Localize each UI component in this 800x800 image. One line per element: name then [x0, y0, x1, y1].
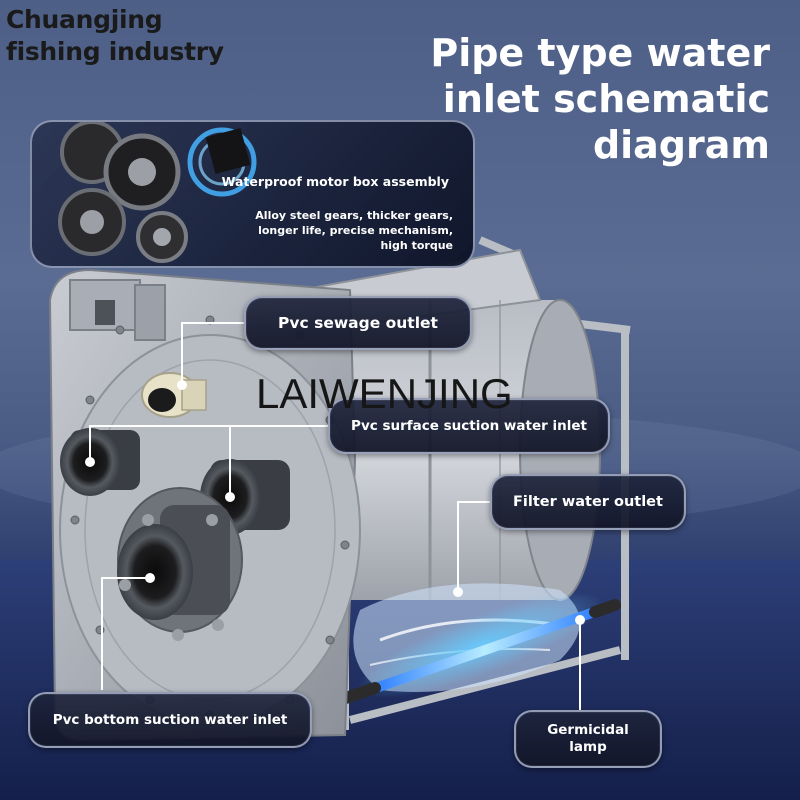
headline-line-3: diagram [592, 123, 770, 167]
brand-name: Chuangjing fishing industry [6, 4, 224, 68]
label-filter-water-outlet: Filter water outlet [490, 474, 686, 530]
watermark-text: LAIWENJING [256, 370, 513, 417]
motor-box-title: Waterproof motor box assembly [221, 174, 449, 189]
leader-dots [85, 380, 585, 625]
gear-assembly-image [58, 122, 257, 263]
label-sewage-outlet-text: Pvc sewage outlet [278, 314, 438, 332]
label-sewage-outlet: Pvc sewage outlet [244, 296, 472, 350]
motor-box-description: Alloy steel gears, thicker gears, longer… [255, 208, 453, 253]
motor-desc-line-2: longer life, precise mechanism, [258, 224, 453, 237]
brand-line-2: fishing industry [6, 37, 224, 66]
motor-desc-line-1: Alloy steel gears, thicker gears, [255, 209, 453, 222]
leader-lines [89, 322, 581, 712]
sewage-outlet-fitting [141, 372, 207, 418]
label-bottom-suction-inlet: Pvc bottom suction water inlet [28, 692, 312, 748]
motor-box-callout: Waterproof motor box assembly Alloy stee… [30, 120, 475, 268]
bottom-suction-pipe [117, 487, 243, 641]
brand-line-1: Chuangjing [6, 5, 163, 34]
label-bottom-suction-text: Pvc bottom suction water inlet [52, 712, 288, 728]
headline-line-1: Pipe type water [430, 31, 770, 75]
label-germicidal-line-2: lamp [569, 739, 607, 755]
headline-line-2: inlet schematic [442, 77, 770, 121]
motor-desc-line-3: high torque [380, 239, 453, 252]
label-germicidal-line-1: Germicidal [547, 722, 629, 738]
label-surface-suction-inlet: Pvc surface suction water inlet [328, 398, 610, 454]
label-germicidal-lamp: Germicidal lamp [514, 710, 662, 768]
label-surface-suction-text: Pvc surface suction water inlet [351, 418, 587, 434]
headline: Pipe type water inlet schematic diagram [410, 30, 770, 168]
label-filter-outlet-text: Filter water outlet [513, 494, 663, 510]
